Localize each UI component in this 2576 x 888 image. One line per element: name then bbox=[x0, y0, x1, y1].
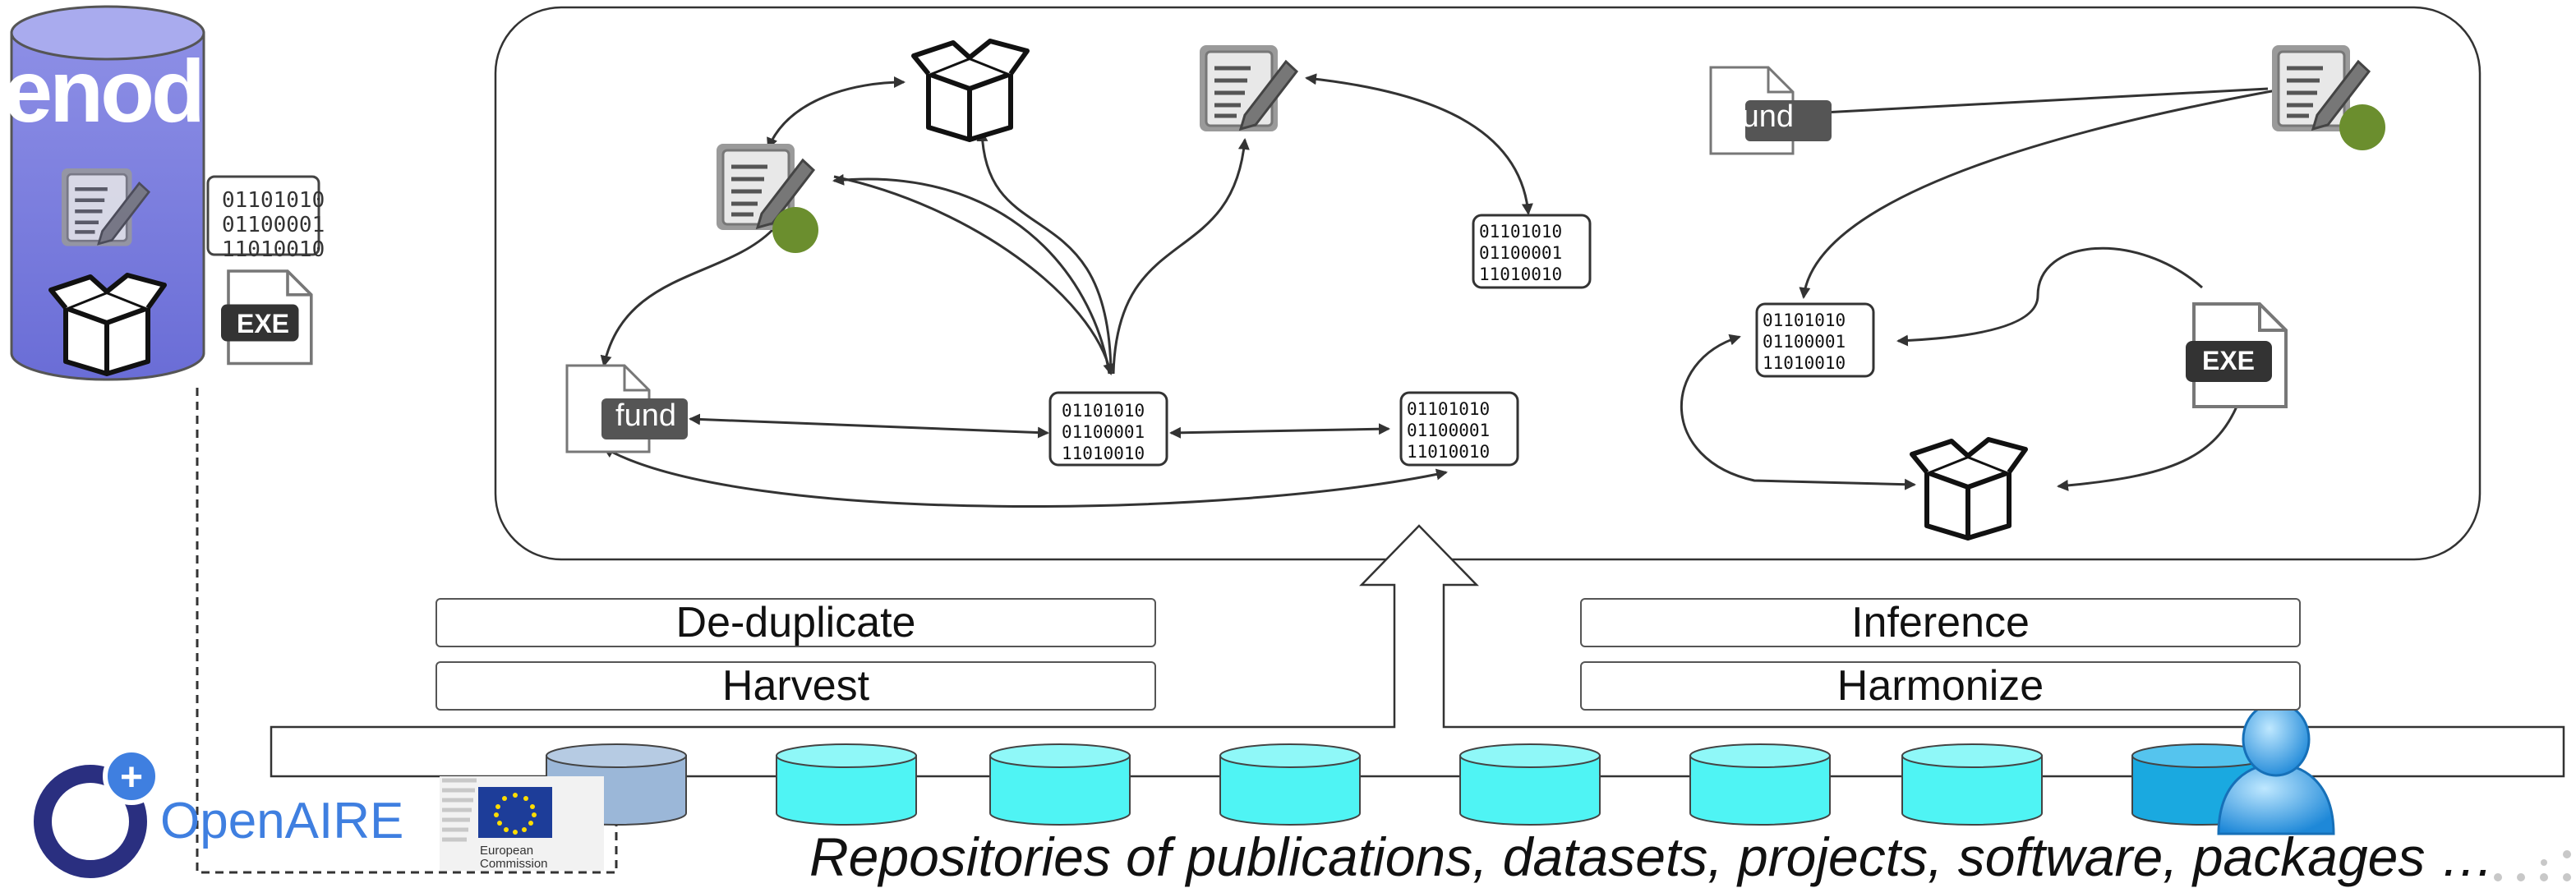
svg-text:Commission: Commission bbox=[480, 857, 548, 871]
right-fund-label: fund bbox=[1733, 99, 1794, 134]
harmonize-step: Harmonize bbox=[1580, 661, 2301, 711]
harmonize-label: Harmonize bbox=[1836, 662, 2044, 710]
svg-text:+: + bbox=[120, 756, 143, 799]
openaire-logo: + OpenAIRE bbox=[34, 748, 403, 878]
svg-text:01100001: 01100001 bbox=[1407, 421, 1490, 440]
zenodo-package-icon bbox=[51, 275, 164, 374]
svg-text:European: European bbox=[480, 844, 533, 858]
repository-cylinder bbox=[1901, 743, 2043, 826]
harvest-label: Harvest bbox=[721, 662, 870, 710]
right-package-icon bbox=[1912, 439, 2025, 538]
openaire-wordmark: OpenAIRE bbox=[160, 793, 403, 849]
svg-text:01101010: 01101010 bbox=[1479, 222, 1562, 242]
svg-text:11010010: 11010010 bbox=[1479, 265, 1562, 284]
svg-text:01101010: 01101010 bbox=[1763, 311, 1846, 330]
left-entity-graph: fund 01101010 01100001 11010010 01101010… bbox=[565, 41, 1592, 508]
european-commission-logo: European Commission bbox=[440, 776, 604, 871]
inference-step: Inference bbox=[1580, 598, 2301, 647]
repositories-caption: Repositories of publications, datasets, … bbox=[809, 826, 2495, 887]
repository-cylinder bbox=[1459, 743, 1601, 826]
zenodo-logo: zenodo bbox=[0, 41, 253, 140]
deduplicate-label: De-duplicate bbox=[675, 599, 916, 646]
left-green-node bbox=[772, 207, 818, 253]
slide-dots bbox=[2494, 850, 2571, 881]
svg-text:01101010: 01101010 bbox=[1062, 401, 1145, 421]
svg-text:11010010: 11010010 bbox=[222, 237, 325, 262]
left-binary-node-c: 01101010 01100001 11010010 bbox=[1472, 214, 1592, 289]
left-binary-node-a: 01101010 01100001 11010010 bbox=[1048, 391, 1168, 467]
svg-text:11010010: 11010010 bbox=[1763, 353, 1846, 373]
svg-text:11010010: 11010010 bbox=[1062, 444, 1145, 463]
svg-text:11010010: 11010010 bbox=[1407, 442, 1490, 462]
repository-cylinder bbox=[776, 743, 917, 826]
user-icon bbox=[2217, 702, 2335, 835]
svg-text:01100001: 01100001 bbox=[1479, 243, 1562, 263]
svg-text:EXE: EXE bbox=[237, 309, 289, 338]
left-package-icon bbox=[914, 41, 1027, 140]
inference-label: Inference bbox=[1851, 599, 2030, 646]
repository-cylinder bbox=[989, 743, 1131, 826]
repository-cylinder bbox=[1219, 743, 1361, 826]
zenodo-connector bbox=[196, 388, 618, 874]
harvest-step: Harvest bbox=[435, 661, 1156, 711]
deduplicate-step: De-duplicate bbox=[435, 598, 1156, 647]
left-fund-label: fund bbox=[615, 398, 676, 433]
svg-text:01101010: 01101010 bbox=[222, 188, 325, 213]
svg-text:EXE: EXE bbox=[2202, 346, 2255, 375]
svg-text:01100001: 01100001 bbox=[222, 213, 325, 237]
svg-text:01101010: 01101010 bbox=[1407, 399, 1490, 419]
right-entity-graph: fund 01101010 01100001 11010010 EXE bbox=[1680, 45, 2385, 538]
zenodo-repository: zenodo 01101010 01100001 11010010 EXE bbox=[0, 5, 325, 381]
right-green-node bbox=[2339, 104, 2385, 150]
repository-cylinder bbox=[1689, 743, 1831, 826]
upward-arrow bbox=[270, 524, 2565, 778]
svg-text:01100001: 01100001 bbox=[1062, 422, 1145, 442]
left-binary-node-b: 01101010 01100001 11010010 bbox=[1399, 391, 1519, 467]
zenodo-binary-data-icon: 01101010 01100001 11010010 bbox=[206, 175, 325, 262]
right-binary-node: 01101010 01100001 11010010 bbox=[1755, 302, 1875, 378]
svg-text:01100001: 01100001 bbox=[1763, 332, 1846, 352]
